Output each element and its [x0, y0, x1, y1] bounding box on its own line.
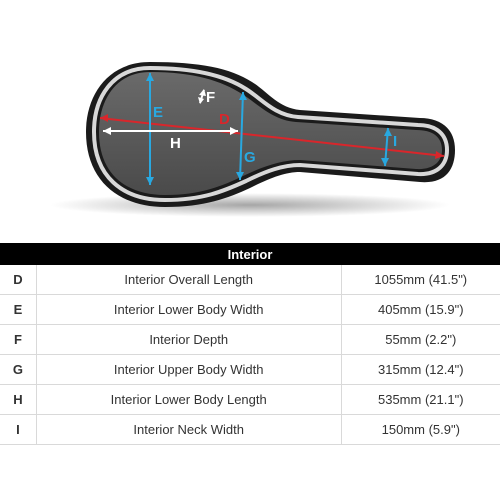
- dimension-description: Interior Overall Length: [35, 265, 342, 295]
- dimension-arrow-g-bottom: [236, 172, 244, 180]
- dimension-description: Interior Upper Body Width: [35, 354, 342, 385]
- table-header-row: Interior: [0, 243, 500, 265]
- interior-dimensions-table: Interior D Interior Overall Length 1055m…: [0, 243, 500, 445]
- dimension-code: I: [0, 414, 37, 445]
- dimension-arrow-d-end: [435, 151, 444, 159]
- dimension-arrow-i-bottom: [381, 158, 389, 166]
- dimension-label-g: G: [244, 149, 256, 166]
- dimension-label-f: F: [206, 89, 216, 106]
- guitar-case-diagram: E D F H G I: [0, 0, 500, 240]
- dimension-description: Interior Lower Body Width: [35, 294, 342, 325]
- dimension-description: Interior Lower Body Length: [35, 384, 342, 415]
- dimension-value: 1055mm (41.5"): [340, 265, 500, 295]
- table-header: Interior: [0, 243, 500, 265]
- table-row: E Interior Lower Body Width 405mm (15.9"…: [0, 294, 500, 325]
- dimension-arrow-e-bottom: [146, 177, 154, 185]
- dimension-arrow-e-top: [146, 73, 154, 81]
- dimension-code: D: [0, 265, 37, 295]
- dimension-arrow-g-top: [239, 92, 247, 100]
- dimension-line-g: [239, 91, 244, 181]
- dimension-value: 535mm (21.1"): [340, 384, 500, 415]
- guitar-case-illustration: [50, 62, 455, 217]
- dimension-arrow-h-end: [230, 127, 238, 135]
- dimension-value: 405mm (15.9"): [340, 294, 500, 325]
- dimension-value: 55mm (2.2"): [340, 324, 500, 355]
- dimension-code: E: [0, 294, 37, 325]
- table-row: F Interior Depth 55mm (2.2"): [0, 324, 500, 355]
- dimension-arrow-h-start: [103, 127, 111, 135]
- dimension-value: 315mm (12.4"): [340, 354, 500, 385]
- dimension-arrow-d-start: [100, 114, 108, 122]
- table-row: H Interior Lower Body Length 535mm (21.1…: [0, 384, 500, 415]
- dimension-description: Interior Depth: [35, 324, 342, 355]
- dimension-label-h: H: [170, 135, 181, 152]
- table-row: D Interior Overall Length 1055mm (41.5"): [0, 265, 500, 295]
- dimension-code: H: [0, 384, 37, 415]
- dimension-label-e: E: [153, 104, 164, 121]
- table-row: G Interior Upper Body Width 315mm (12.4"…: [0, 354, 500, 385]
- case-rim: [91, 65, 450, 203]
- dimension-arrow-i-top: [384, 128, 392, 136]
- dimension-code: F: [0, 324, 37, 355]
- table-row: I Interior Neck Width 150mm (5.9"): [0, 414, 500, 445]
- dimension-code: G: [0, 354, 37, 385]
- dimension-description: Interior Neck Width: [35, 414, 342, 445]
- dimension-label-d: D: [219, 111, 230, 128]
- case-shadow: [50, 193, 450, 217]
- dimension-arrow-f-bottom: [198, 97, 204, 104]
- dimension-value: 150mm (5.9"): [340, 414, 500, 445]
- dimension-label-i: I: [393, 133, 398, 150]
- dimension-arrow-f-top: [199, 89, 206, 96]
- case-interior: [99, 72, 442, 195]
